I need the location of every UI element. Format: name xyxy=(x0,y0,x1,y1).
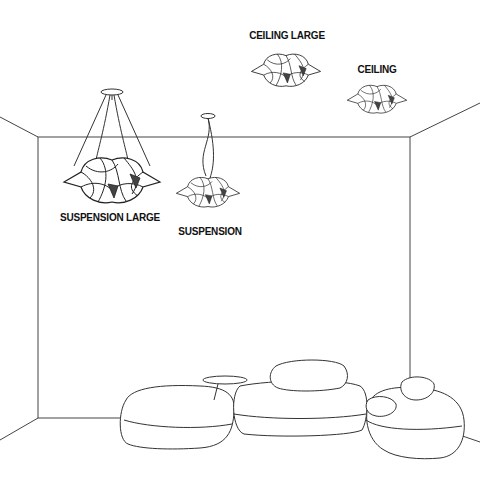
variant-label: CEILING xyxy=(356,64,397,76)
variant-label: SUSPENSION xyxy=(177,226,243,238)
variant-label: SUSPENSION LARGE xyxy=(59,212,161,224)
variant-label: CEILING LARGE xyxy=(248,30,326,42)
